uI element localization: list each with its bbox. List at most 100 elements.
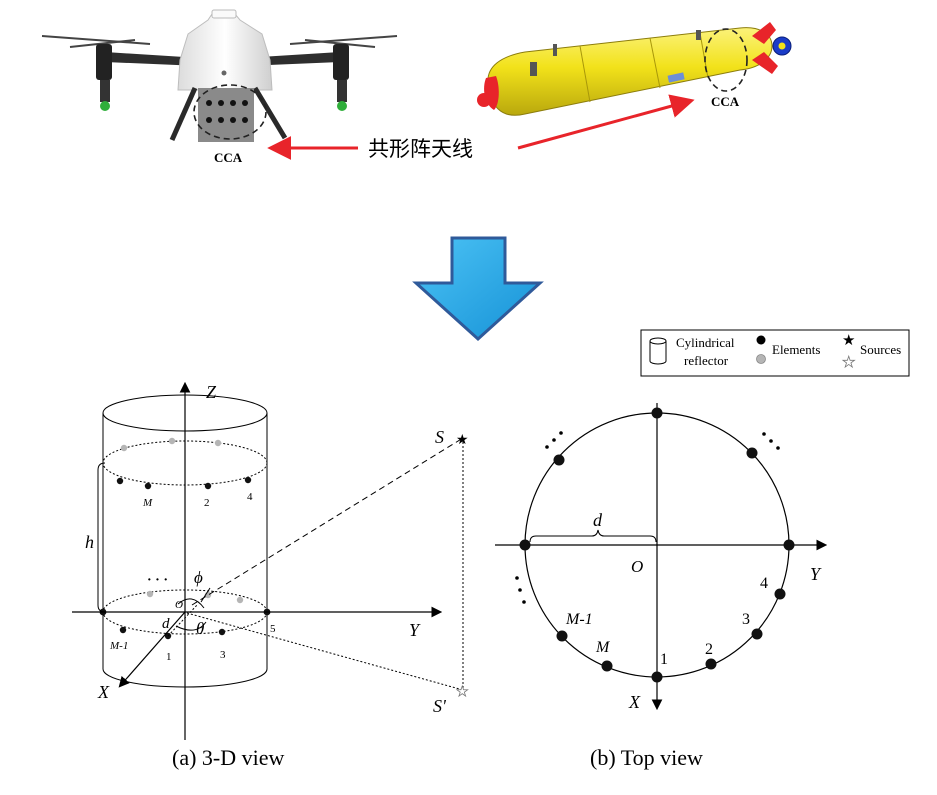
upper-ring-elements	[116, 437, 252, 490]
element-ghost	[168, 437, 176, 445]
label-h: h	[85, 532, 94, 552]
view-top: Y X d O 1 2 3 4 M M-1	[495, 403, 828, 712]
cylinder-icon	[649, 337, 667, 365]
theta-arc	[175, 621, 207, 631]
element	[705, 658, 717, 670]
lower-label-1: 1	[166, 651, 172, 663]
drone-leg	[169, 86, 198, 142]
element-ghost	[214, 439, 222, 447]
lower-label-m1: M-1	[109, 640, 128, 652]
d-bracket	[529, 529, 657, 543]
top-elements	[519, 407, 795, 683]
legend-elements: Elements	[772, 342, 820, 357]
legend: Cylindrical reflector Elements ★ ★ Sourc…	[640, 329, 910, 377]
axis-y-top-label: Y	[810, 564, 822, 584]
projection-ray	[186, 612, 464, 691]
top-label-4: 4	[760, 575, 768, 592]
top-label-2: 2	[705, 641, 713, 658]
drone-motor	[337, 80, 347, 102]
element	[218, 628, 226, 636]
auv-mast	[696, 30, 701, 40]
element	[144, 482, 152, 490]
auv-fin	[752, 52, 778, 74]
element	[751, 628, 763, 640]
legend-element-ghost	[756, 354, 766, 364]
cca-label-left: CCA	[214, 150, 243, 165]
top-label-1: 1	[660, 651, 668, 668]
drone-arm	[105, 52, 200, 66]
element-ghost	[146, 590, 154, 598]
upper-label-4: 4	[247, 491, 253, 503]
label-d: d	[162, 616, 170, 632]
drone-led	[337, 101, 347, 111]
conformal-array-label: 共形阵天线	[368, 137, 473, 161]
label-s: S	[435, 427, 444, 447]
element-ghost	[236, 596, 244, 604]
drone-array-box	[198, 88, 254, 142]
axis-z-label: Z	[206, 382, 217, 402]
legend-box	[640, 329, 910, 377]
label-phi: ϕ	[194, 568, 203, 587]
lower-dots: · · ·	[147, 573, 168, 588]
drone-top-cap	[211, 9, 237, 19]
element	[651, 671, 663, 683]
axis-x	[118, 611, 186, 688]
auv-cca-highlight	[704, 28, 748, 92]
source-star-filled-icon: ★	[456, 432, 469, 448]
auv-window	[667, 72, 685, 83]
element	[119, 626, 127, 634]
legend-reflector-line2: reflector	[684, 353, 729, 368]
element	[746, 447, 758, 459]
drone-motor	[96, 44, 112, 80]
lower-label-5: 5	[270, 623, 276, 635]
drone-cca-highlight	[193, 84, 267, 140]
element	[651, 407, 663, 419]
auv-fin	[752, 22, 776, 44]
auv-mast	[530, 62, 537, 76]
element	[204, 482, 212, 490]
element	[244, 476, 252, 484]
big-down-arrow-icon	[412, 236, 544, 342]
label-s-prime: S'	[433, 696, 447, 716]
element	[774, 588, 786, 600]
auv-nose-tip	[477, 93, 491, 107]
axis-y-label: Y	[409, 620, 421, 640]
caption-3d: (a) 3-D view	[172, 745, 285, 770]
drone-body	[177, 13, 273, 91]
top-label-d: d	[593, 510, 603, 530]
source-star-open-icon: ★	[456, 684, 469, 700]
h-bracket	[97, 462, 106, 613]
element	[556, 630, 568, 642]
top-label-m: M	[595, 639, 611, 656]
auv-illustration	[477, 22, 792, 116]
legend-star-filled-icon: ★	[842, 331, 855, 349]
drone-motor	[100, 80, 110, 102]
element	[116, 477, 124, 485]
top-label-m1: M-1	[565, 611, 593, 628]
element	[783, 539, 795, 551]
element	[519, 539, 531, 551]
auv-propeller-hub	[778, 42, 786, 50]
top-label-o: O	[631, 557, 643, 576]
auv-hull	[487, 27, 773, 116]
drone-motor	[333, 44, 349, 80]
element	[601, 660, 613, 672]
axis-x-label: X	[97, 682, 110, 702]
label-o: O	[175, 599, 183, 611]
propeller-icon	[41, 35, 398, 48]
source-ray	[191, 437, 464, 606]
lower-label-3: 3	[220, 649, 226, 661]
red-arrow-right	[517, 94, 695, 150]
continuation-dots	[515, 431, 780, 604]
drone-camera	[221, 70, 227, 76]
axis-x-top-label: X	[628, 692, 641, 712]
element-ghost	[120, 444, 128, 452]
caption-top: (b) Top view	[590, 745, 703, 770]
cca-label-right: CCA	[711, 94, 740, 109]
drone-led	[100, 101, 110, 111]
phi-arc	[177, 598, 205, 609]
drone-illustration	[41, 9, 398, 142]
phi-tick	[200, 587, 211, 603]
drone-array-elements	[206, 100, 248, 123]
